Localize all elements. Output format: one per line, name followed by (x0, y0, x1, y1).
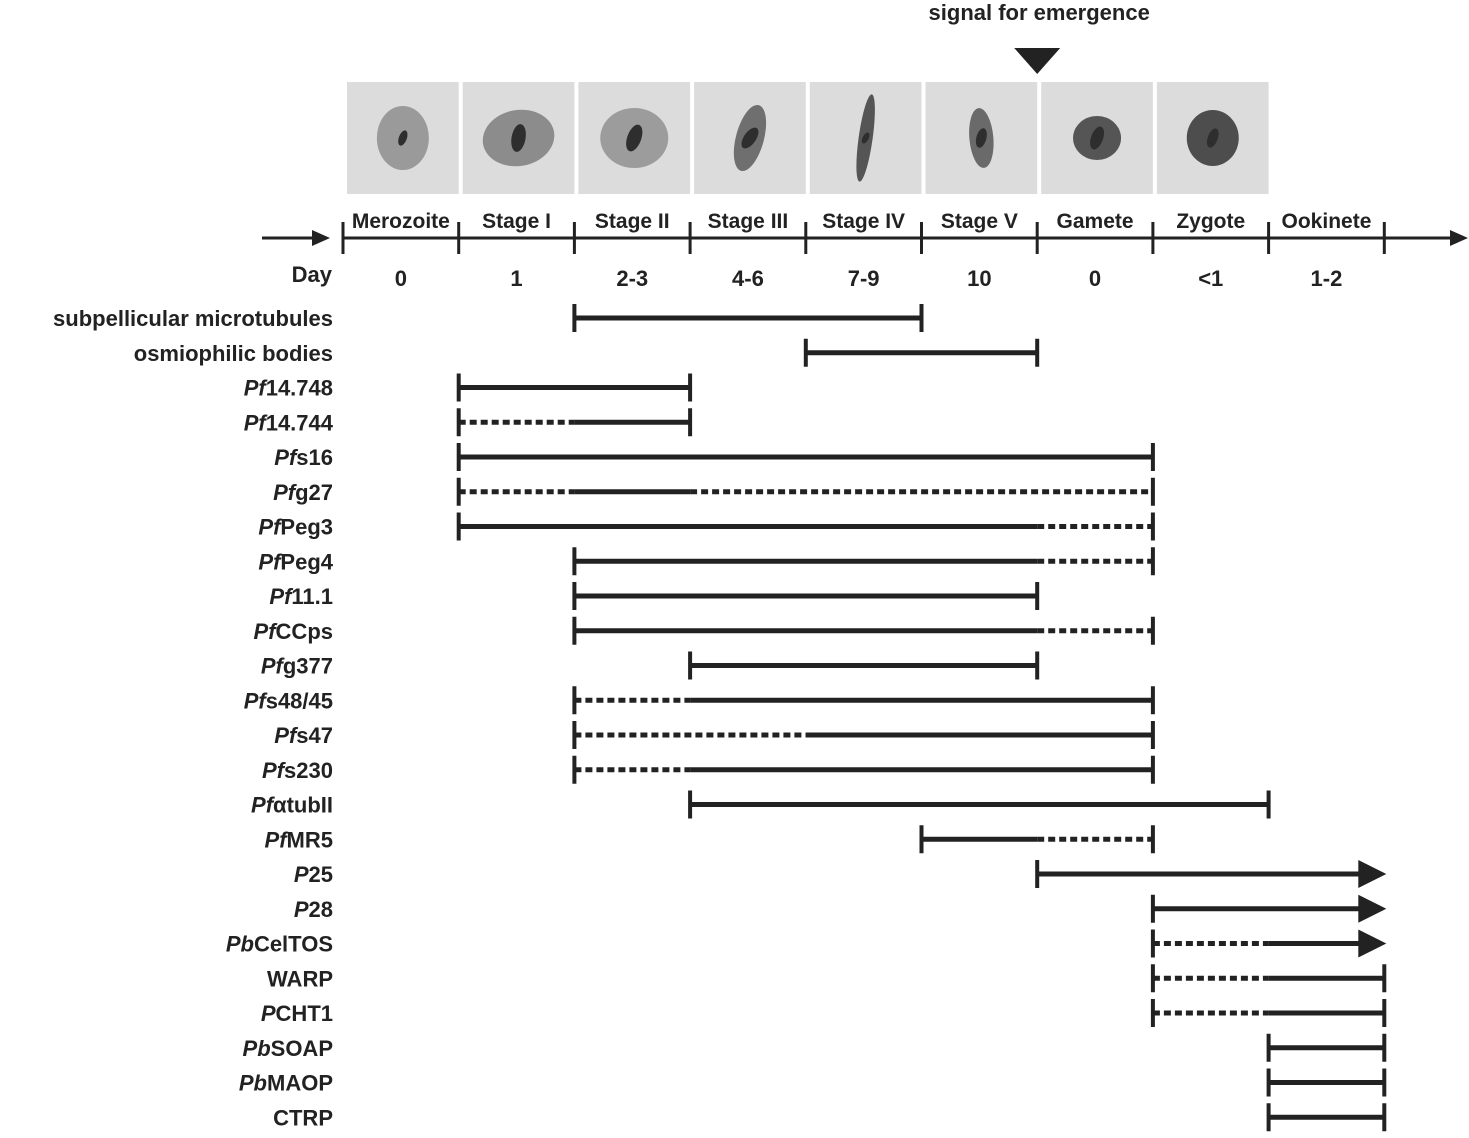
micrograph-cell (1156, 82, 1269, 194)
row-bar-pfg377 (688, 651, 1040, 680)
micrograph-cell (347, 82, 459, 194)
row-label-p28: P28 (294, 897, 333, 922)
row-bar-p28 (1150, 894, 1387, 923)
row-label-pfpeg4: PfPeg4 (258, 549, 333, 574)
row-bar-pfs47 (572, 721, 1155, 749)
end-arrow-icon (1358, 929, 1387, 958)
row-bar-ctrp (1266, 1103, 1387, 1132)
row-bar-pf14-744 (456, 408, 693, 437)
timeline-ticks (341, 222, 1386, 254)
row-label-ctrp: CTRP (273, 1105, 333, 1130)
parasite-pigment-shape (626, 124, 643, 152)
row-label-pfs230: Pfs230 (262, 758, 333, 783)
row-label-pfs16: Pfs16 (274, 445, 333, 470)
row-bar-pfpeg3 (456, 512, 1155, 541)
micrograph-cell (1041, 82, 1153, 194)
day-value-stage-v: 10 (967, 266, 991, 291)
stage-label-stage-i: Stage I (482, 210, 551, 233)
stage-labels: Merozoite Stage I Stage II Stage III Stage I… (352, 210, 1372, 233)
row-label-pfs48-45: Pfs48/45 (244, 688, 333, 713)
parasite-pigment-shape (1090, 126, 1105, 150)
parasite-pigment-shape (398, 130, 408, 146)
micrograph-cell (462, 82, 575, 194)
row-bar-pfs48-45 (572, 686, 1155, 715)
row-bar-subpellicular-microtubules (572, 304, 924, 332)
row-label-pfccps: PfCCps (254, 619, 333, 644)
row-label-p25: P25 (294, 862, 333, 887)
row-label-subpellicular-microtubules: subpellicular microtubules (53, 306, 333, 331)
row-label-pfg27: Pfg27 (273, 480, 333, 505)
day-value-stage-i: 1 (510, 266, 522, 291)
row-label-pf14-744: Pf14.744 (244, 410, 334, 435)
parasite-pigment-shape (511, 124, 526, 152)
row-label-pcht1: PCHT1 (261, 1001, 333, 1026)
micrograph-cell (809, 82, 922, 194)
day-label: Day (292, 262, 333, 287)
row-label-pfs47: Pfs47 (274, 723, 333, 748)
signal-arrow-icon (1014, 48, 1061, 74)
row-bar-pfccps (572, 616, 1155, 645)
micrograph-cell (694, 82, 806, 194)
day-value-zygote: <1 (1198, 266, 1223, 291)
stage-label-stage-iii: Stage III (708, 210, 789, 233)
row-bar-p25 (1035, 860, 1387, 888)
micrograph-cell (578, 82, 691, 194)
row-label-pf11-1: Pf11.1 (269, 584, 333, 609)
day-value-ookinete: 1-2 (1311, 266, 1343, 291)
row-bar-pfs230 (572, 755, 1155, 784)
day-value-stage-iv: 7-9 (848, 266, 880, 291)
row-label-pf-tubii: PfαtubII (251, 793, 333, 818)
end-arrow-icon (1358, 894, 1387, 923)
micrograph-strip (347, 82, 1269, 194)
day-values: 0 1 2-3 4-6 7-9 10 0 <1 1-2 (395, 266, 1343, 291)
signal-label: signal for emergence (929, 0, 1150, 25)
stage-label-ookinete: Ookinete (1282, 210, 1372, 233)
stage-label-stage-v: Stage V (941, 210, 1018, 233)
axis-right-arrow-icon (1450, 230, 1468, 246)
row-bar-pfg27 (456, 477, 1155, 506)
micrograph-cell (925, 82, 1038, 194)
row-bar-pcht1 (1150, 999, 1387, 1027)
row-label-warp: WARP (267, 966, 333, 991)
row-bar-warp (1150, 964, 1387, 993)
stage-label-stage-ii: Stage II (595, 210, 670, 233)
row-bar-osmiophilic-bodies (803, 338, 1040, 367)
row-bar-pf11-1 (572, 582, 1040, 610)
stage-label-zygote: Zygote (1176, 210, 1245, 233)
day-value-gamete: 0 (1089, 266, 1101, 291)
row-label-pfg377: Pfg377 (261, 654, 333, 679)
parasite-pigment-shape (1206, 128, 1219, 148)
row-bar-pfs16 (456, 443, 1155, 471)
row-labels: subpellicular microtubules osmiophilic bo… (53, 306, 334, 1130)
row-label-osmiophilic-bodies: osmiophilic bodies (134, 341, 333, 366)
stage-label-stage-iv: Stage IV (822, 210, 905, 233)
row-bar-pf14-748 (456, 373, 693, 402)
parasite-pigment-shape (741, 127, 759, 149)
row-bar-pbmaop (1266, 1068, 1387, 1097)
axis-left-arrow-icon (312, 230, 330, 246)
day-value-stage-iii: 4-6 (732, 266, 764, 291)
row-label-pbsoap: PbSOAP (243, 1036, 333, 1061)
row-label-pfmr5: PfMR5 (265, 827, 333, 852)
row-bar-pfpeg4 (572, 547, 1155, 576)
row-label-pbmaop: PbMAOP (239, 1071, 333, 1096)
row-label-pf14-748: Pf14.748 (244, 376, 333, 401)
parasite-pigment-shape (861, 132, 870, 144)
row-bar-pbsoap (1266, 1033, 1387, 1062)
row-label-pbceltos: PbCelTOS (226, 932, 333, 957)
stage-label-merozoite: Merozoite (352, 210, 450, 233)
parasite-pigment-shape (975, 128, 987, 148)
end-arrow-icon (1358, 860, 1387, 888)
row-bar-pf-tubii (688, 790, 1271, 819)
row-bar-pfmr5 (919, 825, 1155, 854)
stage-label-gamete: Gamete (1057, 210, 1134, 233)
day-value-merozoite: 0 (395, 266, 407, 291)
day-value-stage-ii: 2-3 (616, 266, 648, 291)
row-bar-pbceltos (1150, 929, 1387, 958)
row-label-pfpeg3: PfPeg3 (258, 515, 333, 540)
row-bars (456, 304, 1387, 1132)
